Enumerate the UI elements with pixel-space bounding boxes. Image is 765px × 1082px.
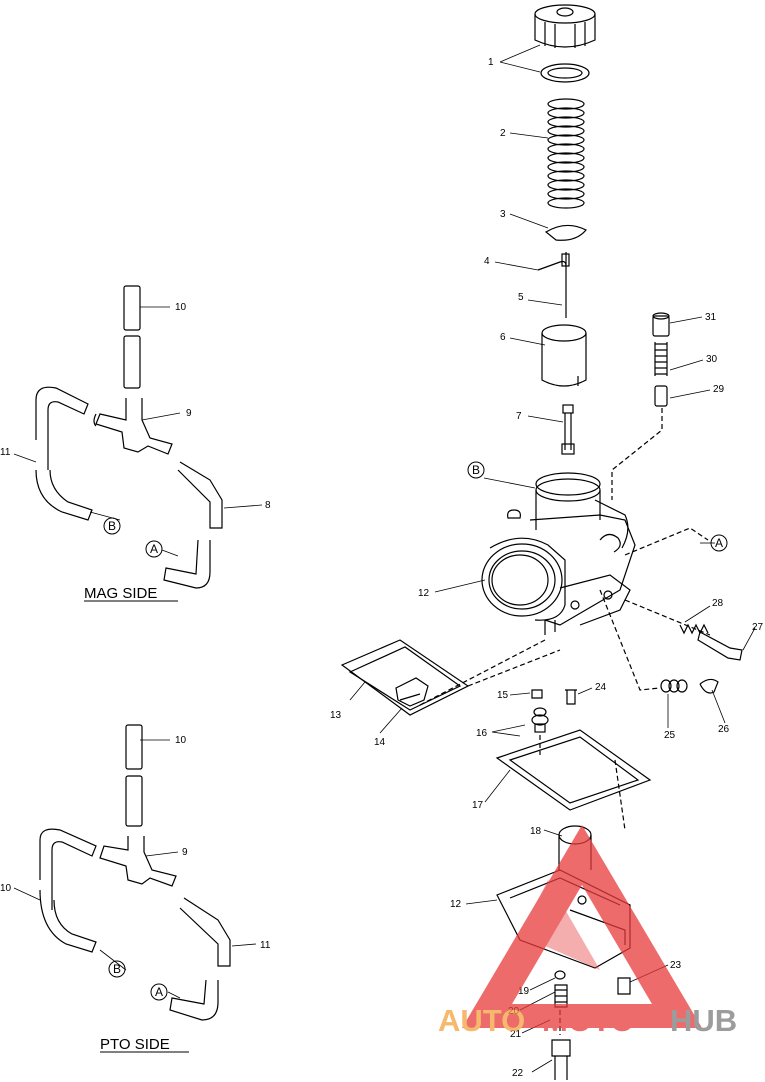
watermark-moto: MOTO xyxy=(542,1003,634,1038)
part-label-17: 17 xyxy=(472,800,484,811)
part-label-6: 6 xyxy=(500,332,506,343)
part-label-13: 13 xyxy=(330,710,342,721)
part-label-14: 14 xyxy=(374,737,386,748)
part-label-30: 30 xyxy=(706,354,718,365)
part-label-3: 3 xyxy=(500,209,506,220)
spring-seat xyxy=(544,224,587,241)
part-label-9: 9 xyxy=(186,408,192,419)
carburetor-body xyxy=(481,472,636,635)
part-label-18: 18 xyxy=(530,826,542,837)
part-label-5: 5 xyxy=(518,292,524,303)
part-label-11: 11 xyxy=(260,940,271,951)
part-label-15: 15 xyxy=(497,690,509,701)
part-label-22: 22 xyxy=(512,1068,524,1079)
part-label-8: 8 xyxy=(265,500,271,511)
part-label-10: 10 xyxy=(175,302,187,313)
callout-letter-a: A xyxy=(150,542,158,556)
pto-side-title: PTO SIDE xyxy=(100,1036,170,1053)
callout-letter-b: B xyxy=(108,519,116,533)
callout-letter-b: B xyxy=(472,463,480,477)
throttle-slide xyxy=(541,324,587,387)
idle-spring xyxy=(660,679,688,693)
callout-a-pto xyxy=(150,983,168,1001)
part-label-9: 9 xyxy=(182,847,188,858)
part-label-11: 11 xyxy=(0,447,11,458)
drain-screw xyxy=(551,1039,571,1080)
part-label-12: 12 xyxy=(418,588,430,599)
callout-letter-a: A xyxy=(715,536,723,550)
part-label-2: 2 xyxy=(500,128,506,139)
part-label-21: 21 xyxy=(510,1029,522,1040)
part-label-7: 7 xyxy=(516,411,522,422)
mag-side-hose-assembly xyxy=(35,285,223,589)
float-valve xyxy=(531,689,543,699)
callout-b-mag xyxy=(103,517,121,535)
watermark-auto: AUTO xyxy=(438,1003,525,1038)
part-label-27: 27 xyxy=(752,622,764,633)
float-bowl-gasket xyxy=(495,729,652,811)
part-label-16: 16 xyxy=(476,728,488,739)
callout-b-pto xyxy=(108,960,126,978)
main-jet xyxy=(565,689,577,705)
callout-b-carb xyxy=(467,461,485,479)
part-label-25: 25 xyxy=(664,730,676,741)
warning-triangle-icon xyxy=(462,825,702,1028)
part-label-4: 4 xyxy=(484,256,490,267)
part-label-23: 23 xyxy=(670,960,682,971)
part-label-10: 10 xyxy=(0,883,12,894)
callout-a-mag xyxy=(145,540,163,558)
part-label-10: 10 xyxy=(175,735,187,746)
idle-adjust-set xyxy=(652,312,670,407)
carburetor-cap xyxy=(534,4,596,83)
mag-side-title: MAG SIDE xyxy=(84,585,157,602)
callout-letter-a: A xyxy=(155,985,163,999)
pilot-air-screw xyxy=(679,623,743,661)
part-label-29: 29 xyxy=(713,384,725,395)
part-label-26: 26 xyxy=(718,724,730,735)
pto-side-hose-assembly xyxy=(39,724,231,1021)
float-assembly xyxy=(340,639,470,716)
part-label-28: 28 xyxy=(712,598,724,609)
watermark-hub: HUB xyxy=(670,1003,737,1038)
part-label-31: 31 xyxy=(705,312,717,323)
callout-letter-b: B xyxy=(113,962,121,976)
automotohub-watermark: AUTO MOTO HUB xyxy=(438,825,737,1038)
float-pin xyxy=(699,678,719,694)
callout-a-carb xyxy=(710,534,728,552)
part-label-24: 24 xyxy=(595,682,607,693)
part-label-1: 1 xyxy=(488,57,494,68)
throttle-spring xyxy=(547,98,585,209)
needle-jet xyxy=(561,404,575,455)
part-label-12: 12 xyxy=(450,899,462,910)
part-label-19: 19 xyxy=(518,986,530,997)
main-jet-holder xyxy=(531,707,549,733)
